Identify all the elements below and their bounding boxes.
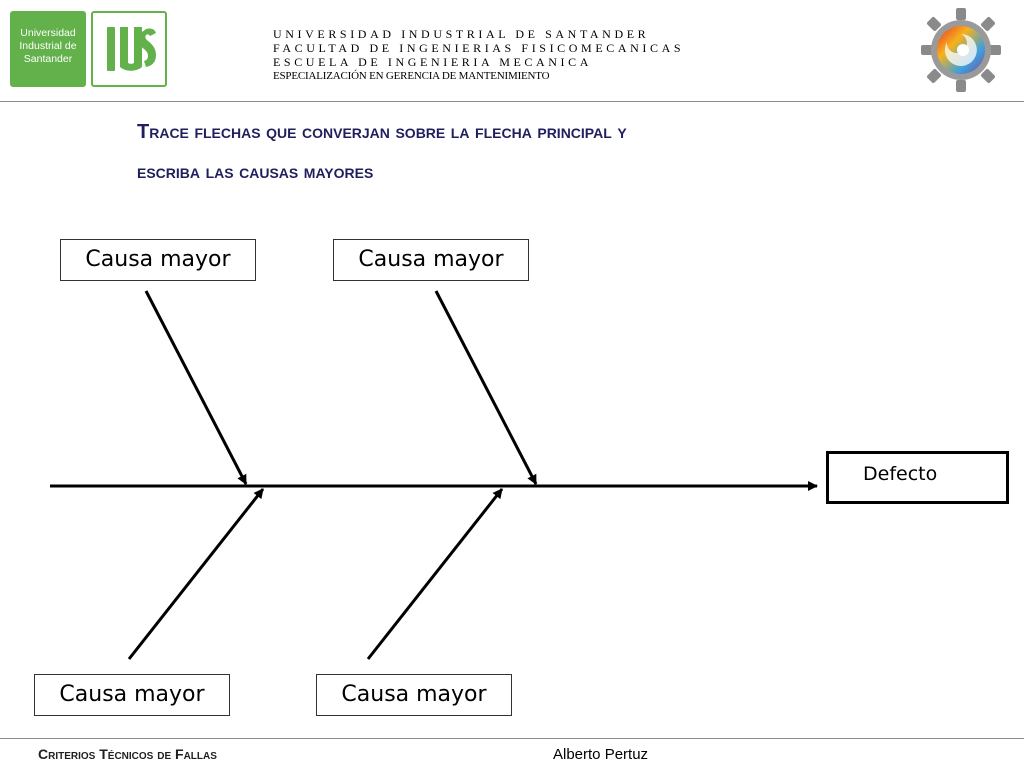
cause-box-top-left: Causa mayor [60, 239, 256, 281]
title-line-2: escriba las causas mayores [137, 161, 374, 183]
title-line-1: Trace flechas que converjan sobre la fle… [137, 121, 627, 143]
cause-arrow-bottom-right [366, 488, 504, 660]
cause-arrow-top-left [144, 290, 248, 485]
cause-arrow-top-right [434, 290, 538, 485]
cause-arrow-bottom-left [127, 488, 265, 660]
universidad-logo: Universidad Industrial de Santander [10, 11, 86, 87]
uis-monogram-icon [107, 27, 156, 71]
footer-divider [0, 738, 1024, 739]
uis-logo [91, 11, 167, 87]
header-divider [0, 101, 1024, 102]
footer-author: Alberto Pertuz [553, 746, 649, 763]
logo-text-line: Universidad [20, 27, 76, 39]
cause-box-bottom-left: Causa mayor [34, 674, 230, 716]
logo-text-line: Industrial de [19, 40, 77, 52]
header-line-faculty: FACULTAD DE INGENIERIAS FISICOMECANICAS [273, 41, 685, 55]
header-line-school: ESCUELA DE INGENIERIA MECANICA [273, 55, 592, 69]
header-line-specialization: ESPECIALIZACIÓN EN GERENCIA DE MANTENIMI… [273, 70, 550, 82]
cause-box-top-right: Causa mayor [333, 239, 529, 281]
slide-title: Trace flechas que converjan sobre la fle… [137, 112, 997, 192]
logo-text-line: Santander [23, 53, 73, 65]
cause-box-bottom-right: Causa mayor [316, 674, 512, 716]
effect-box: Defecto [826, 451, 1009, 504]
institution-header: UNIVERSIDAD INDUSTRIAL DE SANTANDER FACU… [273, 27, 684, 83]
footer-course-title: Criterios Técnicos de Fallas [38, 746, 217, 762]
header-line-university: UNIVERSIDAD INDUSTRIAL DE SANTANDER [273, 27, 650, 41]
gear-logo-icon [921, 8, 1001, 92]
